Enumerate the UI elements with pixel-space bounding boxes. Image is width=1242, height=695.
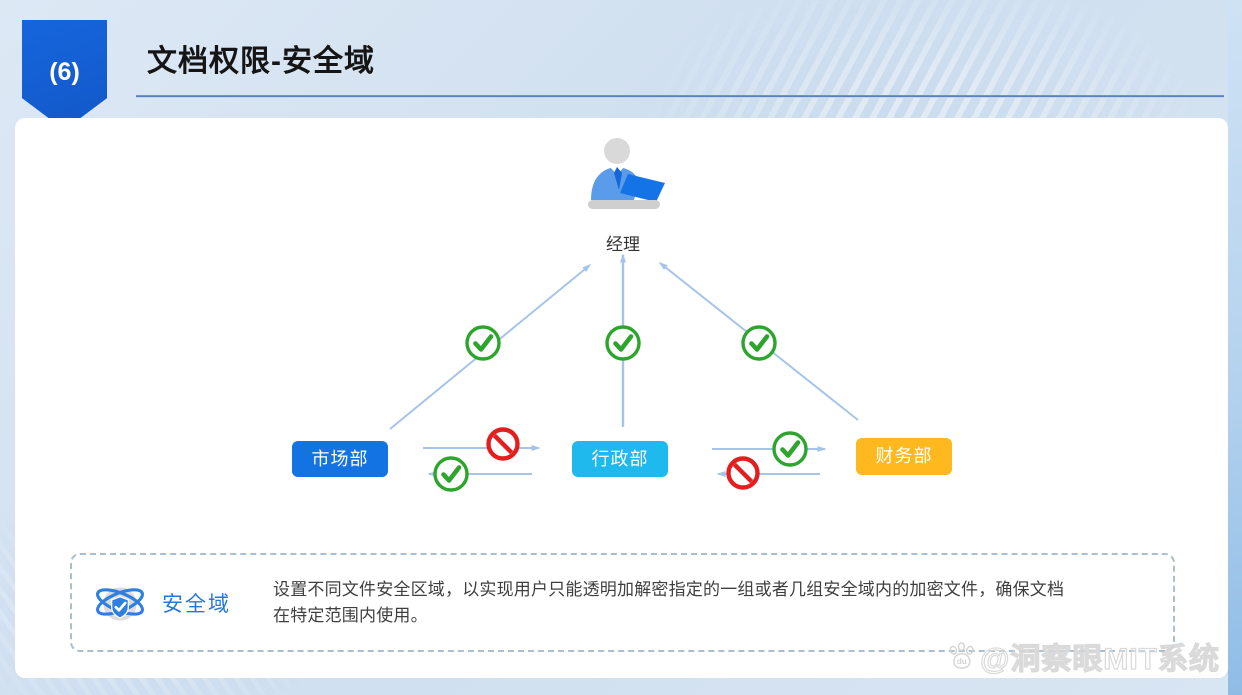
allow-icon (774, 433, 806, 465)
dept-box-finance: 财务部 (856, 438, 952, 475)
manager-at-laptop-icon (588, 138, 665, 209)
security-domain-info-box: 安全域 设置不同文件安全区域，以实现用户只能透明加解密指定的一组或者几组安全域内… (70, 553, 1175, 652)
security-domain-description: 设置不同文件安全区域，以实现用户只能透明加解密指定的一组或者几组安全域内的加密文… (273, 579, 1065, 625)
content-card: 经理 市场部 行政部 财务部 安全域 设置不同文件安全区域，以实现用户只能透明加… (15, 118, 1228, 678)
allow-icon (467, 327, 499, 359)
title-underline (136, 95, 1224, 98)
permission-arrows-layer (389, 253, 859, 678)
baidu-paw-icon: du (949, 642, 974, 669)
security-domain-globe-shield-icon (96, 586, 144, 621)
deny-icon (489, 430, 518, 459)
watermark: du @洞察眼MIT系统 (946, 634, 1220, 678)
dept-box-admin: 行政部 (572, 441, 668, 477)
allow-icon (607, 327, 639, 359)
svg-text:du: du (957, 657, 967, 666)
allow-icon (743, 327, 775, 359)
slide-number-badge: (6) (22, 20, 107, 130)
deny-icon (729, 459, 758, 488)
dept-box-market: 市场部 (292, 441, 388, 477)
background-right-strip (1228, 0, 1242, 695)
security-domain-label: 安全域 (162, 592, 231, 616)
allow-icon (435, 458, 467, 490)
page-title: 文档权限-安全域 (147, 45, 375, 78)
manager-label: 经理 (606, 235, 640, 254)
watermark-text: @洞察眼MIT系统 (979, 642, 1220, 676)
